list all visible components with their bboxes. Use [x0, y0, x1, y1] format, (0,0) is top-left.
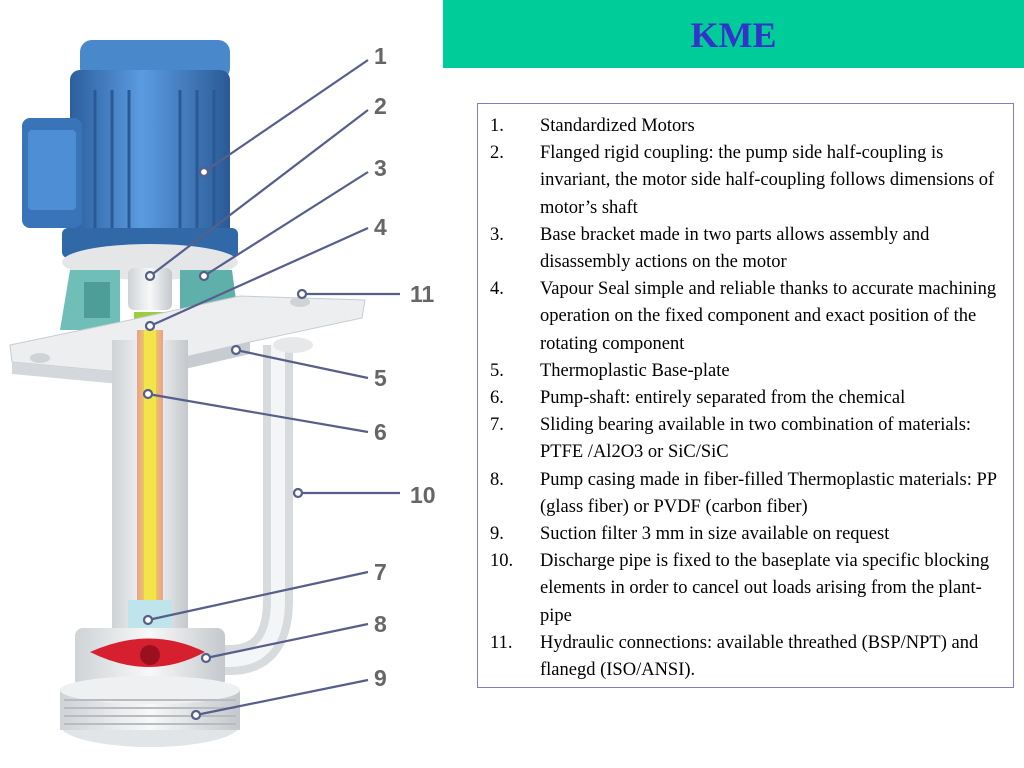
list-item: 11.Hydraulic connections: available thre… — [490, 632, 979, 681]
callout-11: 11 — [410, 281, 435, 307]
callout-8: 8 — [374, 611, 387, 637]
callout-10: 10 — [410, 482, 436, 508]
discharge-pipe — [200, 337, 313, 675]
list-item: 7.Sliding bearing available in two combi… — [490, 415, 972, 463]
list-item: 6.Pump-shaft: entirely separated from th… — [490, 388, 906, 409]
pump-illustration: 1 2 3 4 11 5 6 10 7 8 9 — [9, 40, 436, 747]
callout-lines — [142, 59, 400, 721]
callout-6: 6 — [374, 419, 387, 445]
callout-5: 5 — [374, 365, 387, 391]
component-legend: 1.Standardized Motors 2.Flanged rigid co… — [477, 103, 1014, 688]
list-item: 1.Standardized Motors — [490, 116, 695, 136]
list-item: 8.Pump casing made in fiber-filled Therm… — [490, 469, 997, 517]
list-item: 10.Discharge pipe is fixed to the basepl… — [490, 551, 990, 626]
component-list: 1.Standardized Motors 2.Flanged rigid co… — [478, 104, 1013, 684]
list-item: 2.Flanged rigid coupling: the pump side … — [490, 143, 995, 218]
callout-2: 2 — [374, 93, 387, 119]
page-title: KME — [690, 15, 777, 55]
title-bar: KME — [443, 0, 1024, 68]
list-item: 3.Base bracket made in two parts allows … — [490, 224, 930, 273]
callout-9: 9 — [374, 665, 387, 691]
callout-3: 3 — [374, 155, 387, 181]
list-item: 5.Thermoplastic Base-plate — [490, 360, 730, 381]
list-item: 4.Vapour Seal simple and reliable thanks… — [490, 279, 997, 354]
callout-7: 7 — [374, 559, 387, 585]
callout-4: 4 — [374, 214, 387, 240]
list-item: 9.Suction filter 3 mm in size available … — [490, 524, 890, 545]
pump-casing — [75, 628, 225, 688]
callout-1: 1 — [374, 43, 387, 69]
motor — [22, 40, 238, 258]
